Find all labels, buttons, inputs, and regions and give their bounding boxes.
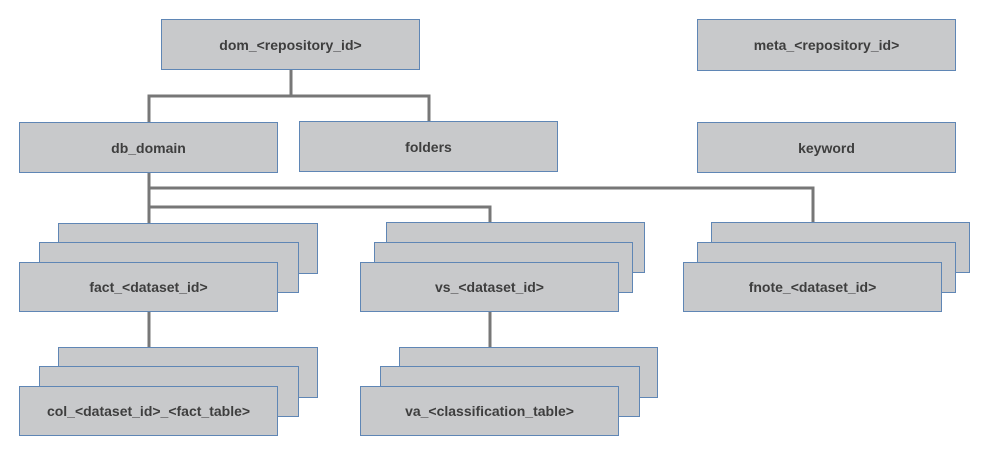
node-meta-label: meta_<repository_id>	[753, 37, 900, 53]
node-col: col_<dataset_id>_<fact_table>	[19, 386, 278, 436]
node-folders-label: folders	[405, 138, 452, 155]
node-meta: meta_<repository_id>	[697, 19, 956, 71]
node-fact: fact_<dataset_id>	[19, 262, 278, 312]
node-dom-label: dom_<repository_id>	[219, 36, 362, 53]
node-db-domain: db_domain	[19, 122, 278, 173]
node-fact-label: fact_<dataset_id>	[89, 279, 208, 295]
node-keyword-label: keyword	[798, 139, 855, 156]
node-fnote: fnote_<dataset_id>	[683, 262, 942, 312]
node-folders: folders	[299, 121, 558, 172]
node-va-label: va_<classification_table>	[405, 403, 574, 419]
node-va: va_<classification_table>	[360, 386, 619, 436]
node-col-label: col_<dataset_id>_<fact_table>	[46, 403, 251, 419]
node-vs-label: vs_<dataset_id>	[435, 279, 544, 295]
connector-dom-children	[147, 70, 293, 122]
node-keyword: keyword	[697, 122, 956, 173]
node-db-domain-label: db_domain	[111, 139, 186, 156]
node-vs: vs_<dataset_id>	[360, 262, 619, 312]
connector-dom-folders	[291, 94, 431, 121]
node-fnote-label: fnote_<dataset_id>	[748, 279, 877, 295]
node-dom: dom_<repository_id>	[161, 19, 420, 70]
